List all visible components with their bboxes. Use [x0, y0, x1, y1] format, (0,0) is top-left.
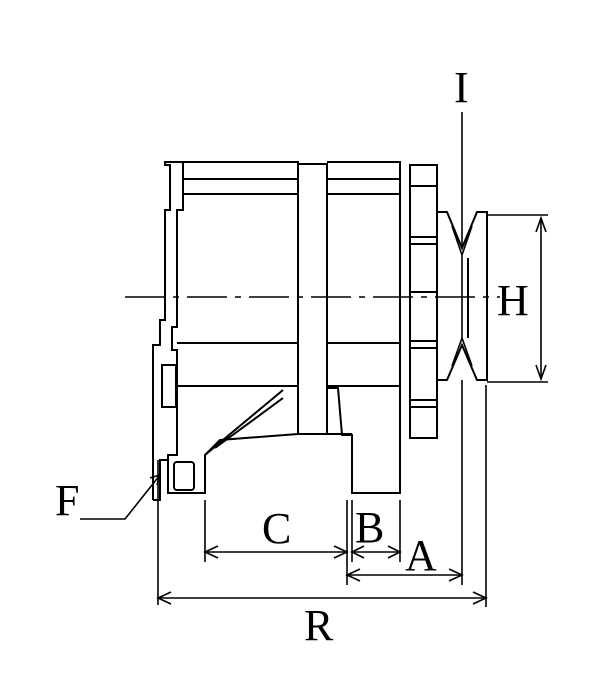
- label-f: F: [55, 476, 79, 525]
- label-h: H: [497, 276, 529, 325]
- label-r: R: [304, 601, 334, 650]
- dimension-a: [345, 568, 464, 582]
- diagonal-rib: [204, 389, 284, 456]
- cooling-fan: [409, 164, 438, 439]
- dimension-f-leader: [80, 473, 162, 520]
- dimension-h: [487, 214, 548, 383]
- extension-lines: [157, 380, 487, 607]
- label-i: I: [454, 63, 469, 112]
- mounting-lug: [161, 364, 177, 408]
- alternator-body: [152, 161, 401, 501]
- mounting-foot: [167, 433, 299, 494]
- foot-bolt: [173, 461, 195, 491]
- dimension-b: [350, 545, 402, 559]
- dimension-r: [156, 591, 488, 605]
- label-b: B: [355, 503, 384, 552]
- front-housing-outline: [327, 161, 401, 494]
- pulley-groove-outline: [436, 211, 488, 381]
- fan-outline: [409, 164, 438, 439]
- dimension-c: [203, 545, 349, 559]
- stator-ring: [297, 163, 328, 435]
- label-a: A: [405, 531, 437, 580]
- label-c: C: [262, 504, 291, 553]
- rear-housing-outline: [152, 161, 299, 501]
